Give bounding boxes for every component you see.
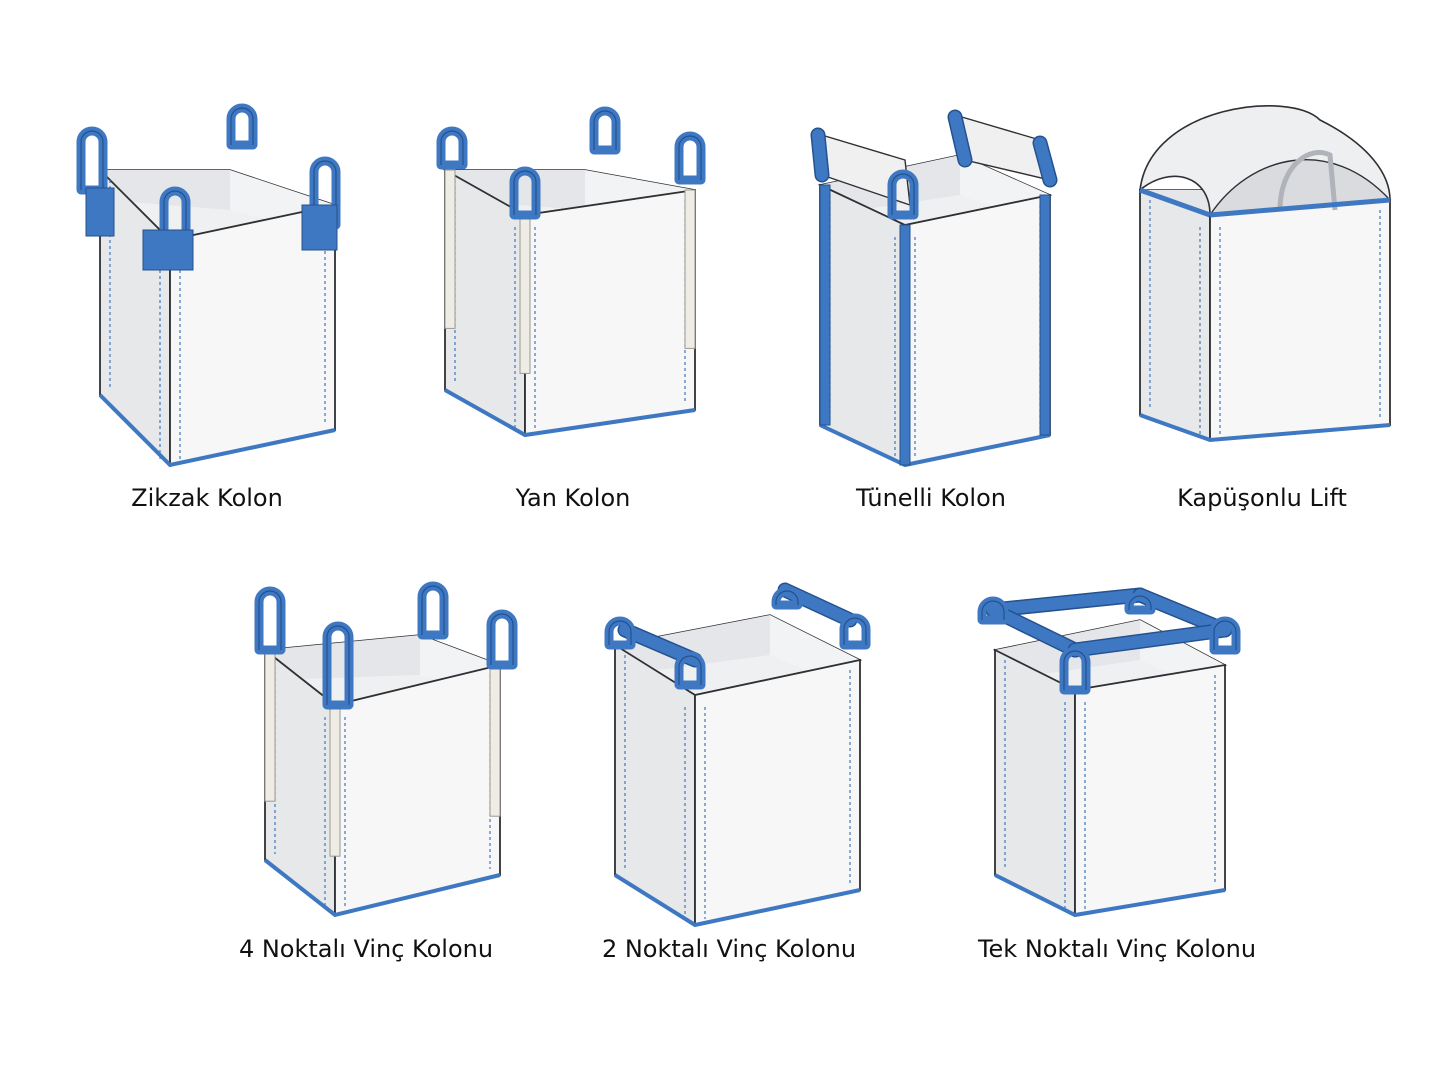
strap-patch <box>301 204 338 251</box>
bag-zikzak-illustration <box>76 103 341 468</box>
bag-bottom-hem <box>444 388 696 438</box>
bag-tunelli-illustration <box>810 109 1058 468</box>
bag-front-face <box>694 658 861 927</box>
bag-front-face <box>334 663 501 917</box>
loop-outline <box>1063 650 1087 690</box>
loop-outline <box>421 585 445 635</box>
loop-outline <box>678 135 702 180</box>
label-tunelli-kolon: Tünelli Kolon <box>856 484 1006 512</box>
corner-belt <box>489 664 501 817</box>
loop-outline <box>230 107 254 145</box>
loop-outline <box>1128 595 1152 610</box>
corner-belt <box>899 224 911 466</box>
loop-outline <box>440 130 464 165</box>
corner-belt <box>819 184 831 426</box>
loop-outline <box>608 620 632 645</box>
inner-wall-left <box>615 615 770 675</box>
bag-tunelli-kolon <box>800 105 1070 470</box>
hood-inner <box>1209 159 1391 216</box>
lifting-loop-icon <box>589 106 621 155</box>
strap-patch <box>85 187 115 237</box>
hood-hem <box>1139 187 1211 218</box>
hood-hem <box>1209 197 1391 218</box>
lifting-bar-icon <box>949 111 971 166</box>
bag-kapusonlu-lift <box>1130 95 1405 470</box>
loop-outline <box>981 600 1005 620</box>
lifting-bar-icon <box>812 129 828 181</box>
loop-outline <box>326 625 350 705</box>
bag-front-face <box>1209 199 1391 441</box>
corner-belt <box>684 189 696 349</box>
bag-yan-kolon <box>430 95 720 465</box>
bag-tek-noktali-vinc <box>975 575 1250 925</box>
bag-bottom-hem <box>994 873 1226 918</box>
bag-2-noktali-vinc <box>600 575 885 928</box>
label-kapusonlu-lift: Kapüşonlu Lift <box>1177 484 1347 512</box>
loop-outline <box>163 190 187 250</box>
loop-outline <box>313 160 337 225</box>
bag-kapusonlu-illustration <box>1138 105 1391 443</box>
label-4-noktali-vinc: 4 Noktalı Vinç Kolonu <box>238 935 494 963</box>
lifting-loop-icon <box>486 609 518 670</box>
bag-4-noktali-vinc <box>240 565 530 920</box>
lifting-loop-icon <box>436 126 468 170</box>
inner-loop-icon <box>1277 150 1338 211</box>
loop-outline <box>258 590 282 650</box>
label-tek-noktali-vinc: Tek Noktalı Vinç Kolonu <box>977 935 1257 963</box>
bag-vinctek-illustration <box>977 587 1241 918</box>
loop-outline <box>80 130 104 190</box>
corner-belt <box>329 704 341 857</box>
bag-zikzak-kolon <box>70 95 360 468</box>
lifting-bar-icon <box>987 589 1146 616</box>
label-yan-kolon: Yan Kolon <box>515 484 631 512</box>
lifting-loop-icon <box>254 586 286 655</box>
corner-belt <box>444 169 456 329</box>
bag-left-face <box>819 183 906 467</box>
loop-outline <box>490 613 514 665</box>
inner-wall-left <box>100 170 230 210</box>
lifting-loop-icon <box>76 126 108 195</box>
lifting-loop-icon <box>674 131 706 185</box>
lifting-loop-icon <box>839 613 871 650</box>
bag-vinc2-illustration <box>604 582 871 928</box>
bag-bottom-hem <box>98 393 336 468</box>
inner-wall-left <box>265 635 420 680</box>
loop-outline <box>513 170 537 215</box>
loop-outline <box>593 110 617 150</box>
loop-outline <box>843 617 867 645</box>
lifting-bar-icon <box>1034 137 1056 186</box>
bag-bottom-hem <box>263 858 501 918</box>
bag-yan-illustration <box>436 106 706 438</box>
lifting-loop-icon <box>417 581 449 640</box>
loop-outline <box>891 173 915 215</box>
bag-vinc4-illustration <box>254 581 518 918</box>
bag-front-face <box>904 193 1051 467</box>
label-2-noktali-vinc: 2 Noktalı Vinç Kolonu <box>601 935 857 963</box>
corner-belt <box>519 214 531 374</box>
strap-patch <box>142 229 194 271</box>
corner-belt <box>1039 194 1051 436</box>
loop-outline <box>775 590 799 605</box>
bag-front-face <box>1074 663 1226 917</box>
loop-outline <box>1213 620 1237 650</box>
corner-belt <box>264 649 276 802</box>
lifting-bar-icon <box>1069 624 1231 656</box>
bag-front-face <box>524 188 696 437</box>
loop-outline <box>678 655 702 685</box>
bag-bottom-hem <box>613 873 861 928</box>
label-zikzak-kolon: Zikzak Kolon <box>131 484 283 512</box>
lifting-loop-icon <box>226 103 258 150</box>
bag-bottom-hem <box>1139 413 1391 443</box>
